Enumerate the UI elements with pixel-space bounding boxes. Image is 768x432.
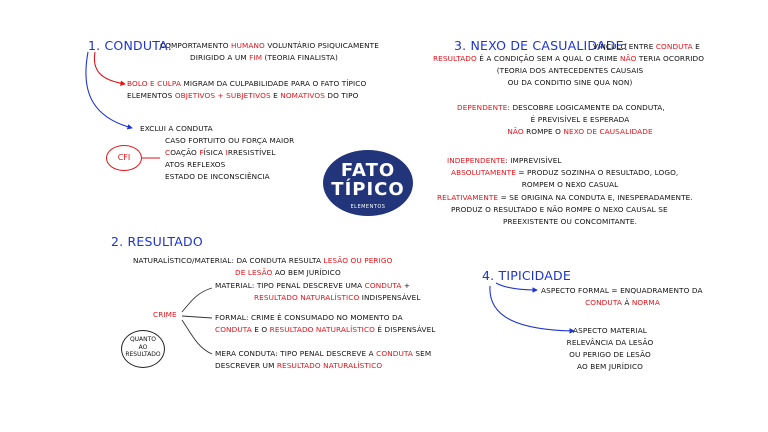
excl-item-caso-fortuito: CASO FORTUITO OU FORÇA MAIOR <box>165 136 295 145</box>
conduta-line-1: COMPORTAMENTO HUMANO VOLUNTÁRIO PSIQUICA… <box>160 41 379 50</box>
tipicidade-formal-1: ASPECTO FORMAL = ENQUADRAMENTO DA <box>541 286 703 295</box>
arrow-conduta-dolo <box>93 51 126 86</box>
crime-material-1: MATERIAL: TIPO PENAL DESCREVE UMA CONDUT… <box>215 281 411 290</box>
conduta-line-4: ELEMENTOS OBJETIVOS + SUBJETIVOS E NOMAT… <box>127 91 359 100</box>
badge-title-line1: FATO <box>340 160 396 181</box>
nexo-line-4: OU DA CONDITIO SINE QUA NON) <box>507 78 633 87</box>
arrow-tipicidade-formal <box>495 282 538 293</box>
branch-material <box>181 287 213 313</box>
dependente-1: DEPENDENTE: DESCOBRE LOGICAMENTE DA COND… <box>457 103 665 112</box>
independente-1: INDEPENDENTE: IMPREVISÍVEL <box>447 156 562 165</box>
arrow-conduta-exclui <box>85 51 133 130</box>
crime-label: CRIME <box>153 310 177 319</box>
excl-item-coacao: COAÇÃO FÍSICA IRRESISTÍVEL <box>165 148 276 157</box>
tipicidade-formal-2: CONDUTA À NORMA <box>585 298 660 307</box>
nexo-heading: 3. NEXO DE CASUALIDADE: <box>454 38 629 53</box>
independente-4: RELATIVAMENTE = SE ORIGINA NA CONDUTA E,… <box>437 193 693 202</box>
fato-tipico-badge: FATO TÍPICO ELEMENTOS <box>323 150 413 216</box>
quanto-ao-resultado-badge: QUANTO AO RESULTADO <box>121 330 165 368</box>
crime-formal-2: CONDUTA E O RESULTADO NATURALÍSTICO É DI… <box>215 325 436 334</box>
conduta-heading: 1. CONDUTA: <box>88 38 173 53</box>
crime-mera-conduta-1: MERA CONDUTA: TIPO PENAL DESCREVE A COND… <box>215 349 432 358</box>
badge-subtitle: ELEMENTOS <box>350 204 386 210</box>
excl-item-atos-reflexos: ATOS REFLEXOS <box>165 160 226 169</box>
independente-2: ABSOLUTAMENTE = PRODUZ SOZINHA O RESULTA… <box>451 168 679 177</box>
conduta-line-3: BOLO E CULPA MIGRAM DA CULPABILIDADE PAR… <box>127 79 367 88</box>
exclui-conduta: EXCLUI A CONDUTA <box>140 124 213 133</box>
branch-mera <box>181 319 213 355</box>
nexo-line-2: RESULTADO É A CONDIÇÃO SEM A QUAL O CRIM… <box>433 54 705 63</box>
tipicidade-material-2: RELEVÂNCIA DA LESÃO <box>566 338 654 347</box>
nexo-line-3: (TEORIA DOS ANTECEDENTES CAUSAIS <box>496 66 644 75</box>
arrow-tipicidade-material <box>489 285 575 334</box>
cfi-badge: CFI <box>106 145 142 171</box>
resultado-naturalistico-2: DE LESÃO AO BEM JURÍDICO <box>235 268 341 277</box>
badge-title-line2: TÍPICO <box>331 179 405 200</box>
independente-5: PRODUZ O RESULTADO E NÃO ROMPE O NEXO CA… <box>451 205 668 214</box>
resultado-heading: 2. RESULTADO <box>111 234 203 249</box>
dependente-3: NÃO ROMPE O NEXO DE CAUSALIDADE <box>507 127 653 136</box>
tipicidade-material-1: ASPECTO MATERIAL <box>573 326 647 335</box>
dependente-2: É PREVISÍVEL E ESPERADA <box>530 115 630 124</box>
tipicidade-heading: 4. TIPICIDADE <box>482 268 571 283</box>
conduta-line-2: DIRIGIDO A UM FIM (TEORIA FINALISTA) <box>190 53 338 62</box>
independente-3: ROMPEM O NEXO CASUAL <box>521 180 619 189</box>
crime-formal-1: FORMAL: CRIME É CONSUMADO NO MOMENTO DA <box>215 313 403 322</box>
crime-mera-conduta-2: DESCREVER UM RESULTADO NATURALÍSTICO <box>215 361 383 370</box>
crime-material-2: RESULTADO NATURALÍSTICO INDISPENSÁVEL <box>254 293 421 302</box>
excl-item-inconsciencia: ESTADO DE INCONSCIÊNCIA <box>165 172 270 181</box>
branch-formal <box>181 315 213 319</box>
independente-6: PREEXISTENTE OU CONCOMITANTE. <box>502 217 637 226</box>
resultado-naturalistico-1: NATURALÍSTICO/MATERIAL: DA CONDUTA RESUL… <box>133 256 393 265</box>
tipicidade-material-3: OU PERIGO DE LESÃO <box>569 350 651 359</box>
tipicidade-material-4: AO BEM JURÍDICO <box>577 362 643 371</box>
nexo-line-1: VÍNCULO ENTRE CONDUTA E <box>593 42 700 51</box>
